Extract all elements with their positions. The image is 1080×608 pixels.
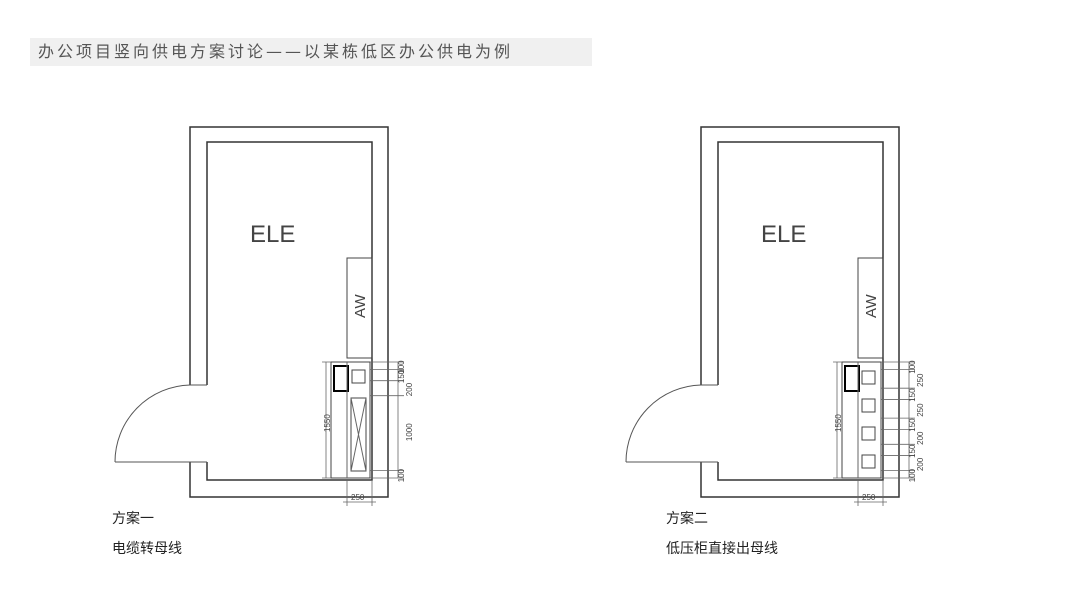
- total-dim-label: 1550: [834, 414, 843, 432]
- busbar-box: [844, 365, 860, 392]
- dim-label: 100: [397, 468, 406, 482]
- dim-label: 150: [397, 369, 406, 383]
- door-swing: [625, 384, 718, 463]
- dim-label: 200: [916, 431, 925, 445]
- width-dim-line: [343, 480, 376, 506]
- dim-label: 200: [916, 457, 925, 471]
- width-dim-line: [854, 480, 887, 506]
- total-dim-line: [833, 361, 842, 479]
- aw-box: [857, 257, 884, 359]
- total-dim-line: [322, 361, 331, 479]
- dim-label: 150: [908, 388, 917, 402]
- transformer-box: [350, 397, 367, 472]
- dim-label: 100: [397, 360, 406, 374]
- room-label: ELE: [250, 221, 295, 248]
- dim-label: 1000: [405, 423, 414, 441]
- width-dim-label: 250: [351, 493, 365, 502]
- busbar-unit: [861, 426, 876, 441]
- dim-label: 100: [908, 468, 917, 482]
- page-title: 办公项目竖向供电方案讨论——以某栋低区办公供电为例: [30, 38, 592, 66]
- plan2-scheme-label: 方案二: [666, 511, 708, 527]
- dim-label: 150: [908, 444, 917, 458]
- plan1-scheme-label: 方案一: [112, 511, 154, 527]
- busbar-unit: [861, 454, 876, 469]
- busbar-unit: [861, 370, 876, 385]
- plan1-description: 电缆转母线: [112, 541, 182, 557]
- width-dim-label: 250: [862, 493, 876, 502]
- cable-box: [351, 369, 366, 384]
- plan2-description: 低压柜直接出母线: [666, 541, 778, 557]
- aw-label: AW: [863, 294, 880, 318]
- busbar-unit: [861, 398, 876, 413]
- dim-label: 200: [405, 382, 414, 396]
- shaft-outline: [330, 361, 371, 479]
- busbar-box: [333, 365, 349, 392]
- door-swing: [114, 384, 207, 463]
- dim-label: 150: [908, 418, 917, 432]
- aw-box: [346, 257, 373, 359]
- room-label: ELE: [761, 221, 806, 248]
- total-dim-label: 1550: [323, 414, 332, 432]
- dim-label: 100: [908, 360, 917, 374]
- transformer-cross: [350, 397, 367, 472]
- dim-label: 250: [916, 403, 925, 417]
- dim-label: 250: [916, 373, 925, 387]
- shaft-outline: [841, 361, 882, 479]
- aw-label: AW: [352, 294, 369, 318]
